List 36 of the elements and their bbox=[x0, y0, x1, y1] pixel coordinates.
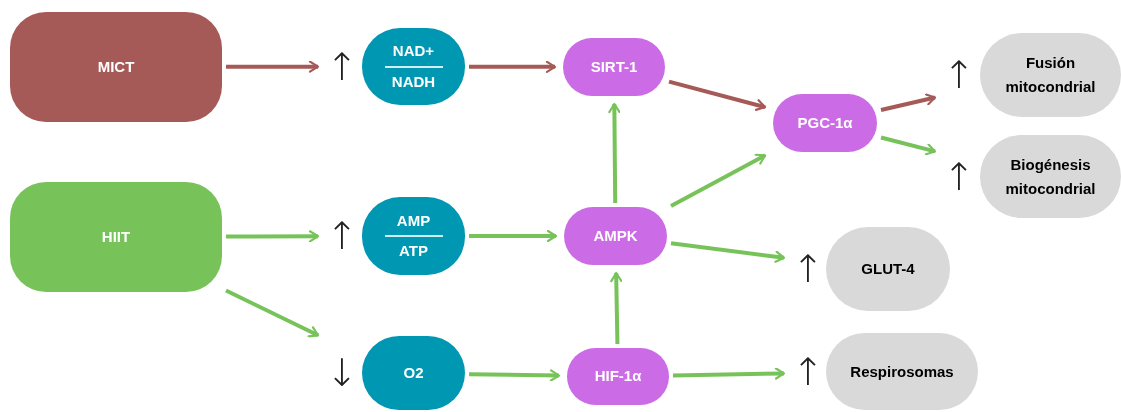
arrow bbox=[469, 229, 558, 243]
arrow bbox=[225, 288, 320, 338]
change-indicator: ↑ bbox=[943, 56, 975, 94]
node-label: AMP bbox=[396, 210, 431, 231]
node-label: NAD+ bbox=[392, 41, 435, 61]
arrow bbox=[880, 135, 937, 156]
change-indicator: ↑ bbox=[792, 250, 824, 288]
node-label: O2 bbox=[403, 362, 424, 383]
node-label: PGC-1α bbox=[797, 112, 853, 133]
arrow bbox=[670, 153, 767, 208]
change-indicator: ↑ bbox=[792, 352, 824, 391]
change-indicator: ↑ bbox=[326, 217, 358, 255]
arrow bbox=[668, 79, 767, 111]
node-label: AMPK bbox=[593, 225, 638, 246]
arrow bbox=[672, 367, 786, 380]
change-indicator: ↑ bbox=[943, 157, 975, 196]
arrow bbox=[226, 230, 320, 243]
node-label: ATP bbox=[399, 241, 428, 261]
node-label: MICT bbox=[97, 56, 135, 77]
node-label: GLUT-4 bbox=[861, 259, 915, 279]
arrow bbox=[610, 271, 623, 345]
node-label: Respirosomas bbox=[850, 361, 954, 382]
arrow bbox=[226, 60, 320, 73]
node-label: Fusión mitocondrial bbox=[1004, 53, 1097, 97]
node-label: HIIT bbox=[101, 226, 131, 247]
arrow bbox=[608, 102, 621, 204]
arrow bbox=[670, 241, 786, 263]
node-label: SIRT-1 bbox=[590, 56, 638, 77]
change-indicator: ↑ bbox=[326, 47, 358, 86]
node-label: HIF-1α bbox=[594, 366, 642, 387]
arrow bbox=[469, 60, 557, 73]
arrow bbox=[468, 369, 561, 382]
node-label: Biogénesis mitocondrial bbox=[1004, 154, 1097, 199]
arrow bbox=[880, 93, 937, 112]
change-indicator: ↓ bbox=[326, 354, 358, 392]
node-label: NADH bbox=[391, 71, 436, 92]
